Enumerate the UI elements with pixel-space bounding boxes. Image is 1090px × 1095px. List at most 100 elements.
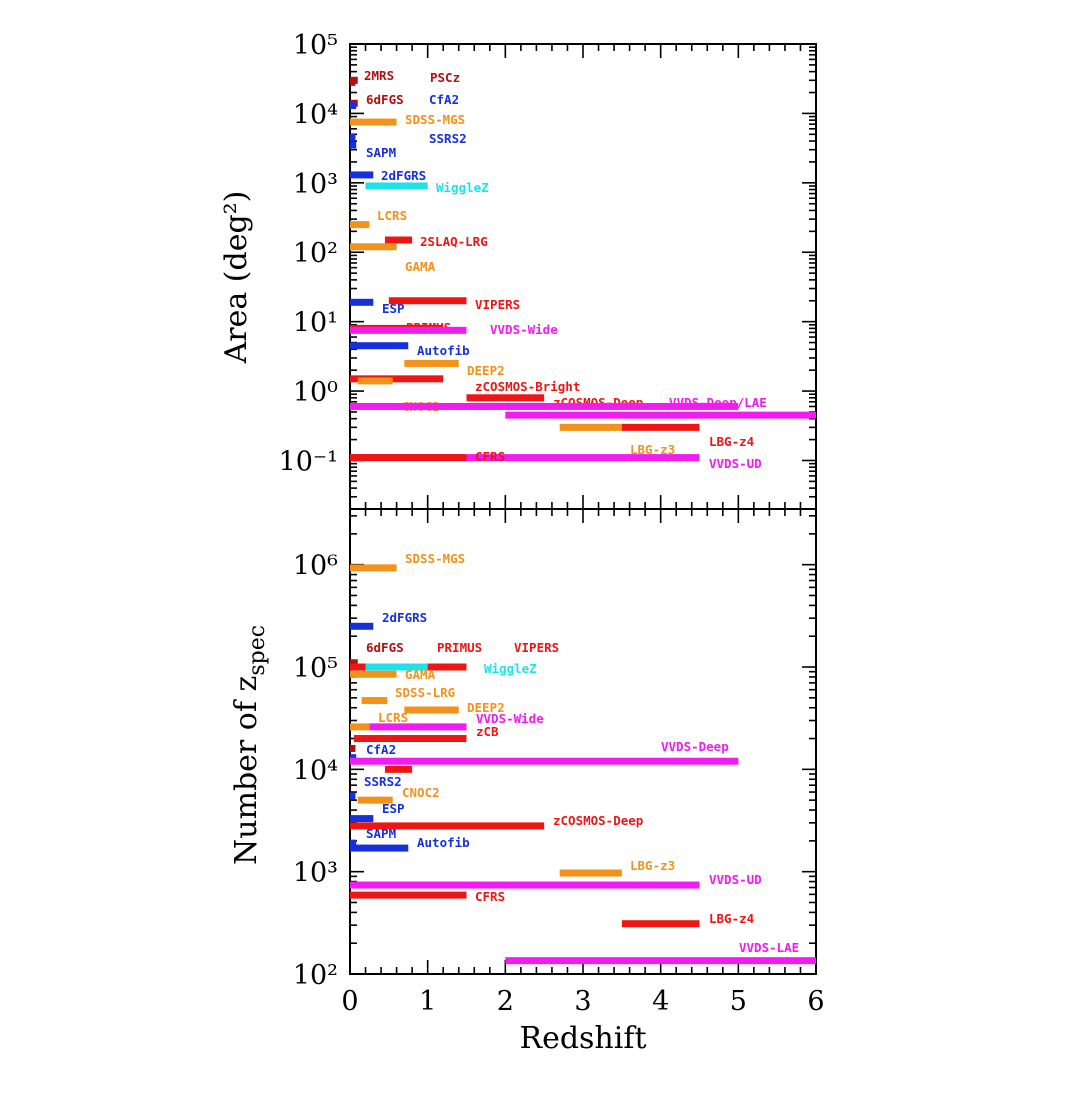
zspec-survey-bar <box>350 757 739 765</box>
area-survey-label: Autofib <box>417 343 470 358</box>
zspec-survey-bar <box>350 815 374 823</box>
zspec-survey-label: 2dFGRS <box>382 610 427 625</box>
area-survey-label: ESP <box>382 301 405 316</box>
area-survey-bar <box>350 243 397 251</box>
x-tick-label: 6 <box>807 986 824 1017</box>
zspec-survey-bar <box>365 663 428 671</box>
zspec-survey-bar <box>621 920 700 928</box>
x-tick-label: 0 <box>341 986 358 1017</box>
area-survey-bar <box>350 76 358 84</box>
zspec-survey-label: VVDS-Deep <box>661 739 729 754</box>
area-survey-bar <box>350 298 374 306</box>
area-survey-label: CFRS <box>475 449 505 464</box>
zspec-survey-label: CfA2 <box>366 742 396 757</box>
zspec-survey-label: CFRS <box>475 889 505 904</box>
area-survey-bar <box>384 236 413 244</box>
zspec-survey-label: LCRS <box>378 710 408 725</box>
zspec-y-axis-title-main: Number of z <box>229 676 264 865</box>
zspec-survey-label: ESP <box>382 801 405 816</box>
zspec-y-tick-label: 10⁴ <box>293 755 338 786</box>
zspec-survey-bar <box>350 839 357 847</box>
zspec-survey-bar <box>350 822 545 830</box>
area-survey-label: GAMA <box>405 259 436 274</box>
area-survey-label: VVDS-Wide <box>490 322 558 337</box>
area-survey-label: LBG-z4 <box>709 434 754 449</box>
area-survey-label: VVDS-Deep/LAE <box>669 395 767 410</box>
zspec-survey-bar <box>353 735 467 743</box>
area-survey-bar <box>388 297 467 305</box>
zspec-survey-label: SDSS-MGS <box>405 551 465 566</box>
area-y-tick-label: 10⁰ <box>293 377 338 408</box>
area-survey-bar <box>357 377 393 385</box>
area-survey-label: 2MRS <box>364 68 394 83</box>
area-survey-label: SDSS-MGS <box>405 112 465 127</box>
area-survey-label: LBG-z3 <box>630 442 675 457</box>
zspec-survey-label: WiggleZ <box>484 661 537 676</box>
zspec-survey-bar <box>350 881 700 889</box>
area-survey-bar <box>350 118 397 126</box>
zspec-y-tick-label: 10³ <box>293 858 338 889</box>
zspec-survey-label: zCOSMOS-Deep <box>553 813 643 828</box>
zspec-survey-bar <box>350 670 397 678</box>
area-survey-bar <box>350 326 467 334</box>
zspec-survey-label: CNOC2 <box>402 785 440 800</box>
area-survey-bar <box>350 171 374 179</box>
area-survey-bar <box>350 454 467 462</box>
zspec-survey-bar <box>505 957 816 965</box>
area-survey-bar <box>466 394 545 402</box>
zspec-y-tick-label: 10² <box>293 960 338 991</box>
area-survey-label: WiggleZ <box>436 180 489 195</box>
area-survey-label: PSCz <box>430 70 460 85</box>
area-survey-bar <box>350 221 370 229</box>
zspec-survey-bar <box>350 723 370 731</box>
area-survey-label: SSRS2 <box>429 131 467 146</box>
area-y-tick-label: 10³ <box>293 169 338 200</box>
area-survey-label: 2dFGRS <box>381 168 426 183</box>
area-survey-bar <box>350 102 357 110</box>
zspec-survey-label: VVDS-Wide <box>476 711 544 726</box>
area-y-tick-label: 10² <box>293 238 338 269</box>
zspec-y-axis-title-sub: spec <box>245 625 270 676</box>
area-survey-label: 6dFGS <box>366 92 404 107</box>
zspec-survey-bar <box>361 697 388 705</box>
zspec-survey-bar <box>369 723 467 731</box>
zspec-y-tick-label: 10⁶ <box>293 551 338 582</box>
area-survey-bar <box>505 411 816 419</box>
area-survey-bar <box>350 402 739 410</box>
zspec-survey-bar <box>404 706 459 714</box>
area-survey-label: CfA2 <box>429 92 459 107</box>
zspec-survey-bar <box>350 659 358 667</box>
x-axis-title: Redshift <box>519 1021 646 1056</box>
area-y-tick-label: 10⁴ <box>293 99 338 130</box>
zspec-survey-label: 6dFGS <box>366 640 404 655</box>
zspec-survey-bar <box>357 796 393 804</box>
x-tick-label: 4 <box>652 986 669 1017</box>
area-survey-bar <box>559 423 622 431</box>
area-survey-label: 2SLAQ-LRG <box>420 234 488 249</box>
x-tick-label: 5 <box>730 986 747 1017</box>
area-survey-bar <box>621 423 700 431</box>
area-survey-bar <box>350 375 444 383</box>
zspec-survey-bar <box>350 744 356 752</box>
zspec-survey-label: SDSS-LRG <box>395 685 455 700</box>
zspec-survey-bar <box>384 765 413 773</box>
zspec-y-tick-label: 10⁵ <box>293 653 338 684</box>
zspec-survey-bar <box>350 844 409 852</box>
area-y-tick-label: 10⁵ <box>293 30 338 61</box>
area-survey-bar <box>365 182 428 190</box>
x-tick-label: 1 <box>419 986 436 1017</box>
zspec-survey-bar <box>350 891 467 899</box>
zspec-survey-bar <box>350 792 356 800</box>
zspec-survey-label: zCB <box>476 724 499 739</box>
zspec-survey-label: LBG-z3 <box>630 858 675 873</box>
zspec-survey-label: DEEP2 <box>467 700 505 715</box>
area-survey-label: VIPERS <box>475 297 520 312</box>
area-y-axis-title: Area (deg²) <box>219 191 254 365</box>
zspec-survey-bar <box>388 663 467 671</box>
x-tick-label: 2 <box>497 986 514 1017</box>
area-survey-bar <box>404 359 459 367</box>
zspec-survey-label: VIPERS <box>514 640 559 655</box>
